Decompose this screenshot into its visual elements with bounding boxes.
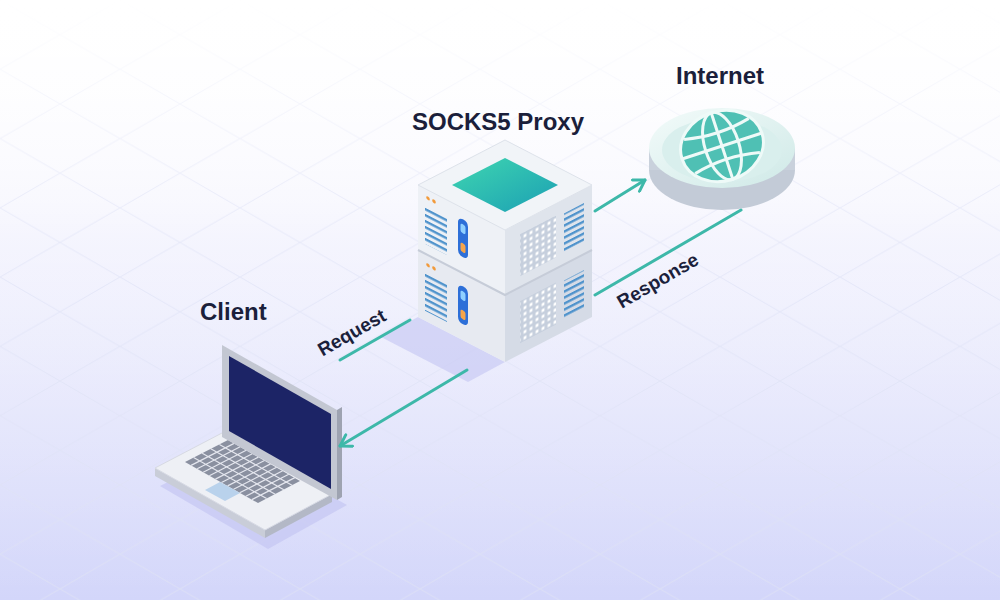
indicator-light [461,309,466,321]
indicator-light [461,223,466,235]
laptop-illustration [155,345,347,549]
vent-slats [425,273,447,322]
globe-symbol [671,100,773,193]
vent-grid [520,283,556,344]
indicator-light [461,290,466,302]
vent-slats [564,203,584,251]
node-heading: SOCKS5 Proxy [412,108,584,136]
server-top-panel [452,158,558,212]
status-led [426,263,430,268]
node-box: Client [150,298,340,533]
screen-display [229,356,331,489]
right-face-details [520,201,584,343]
edge-label: Request [314,305,390,361]
globe-circle [671,100,773,193]
node-box: Internet [645,60,800,210]
edge-label: Response [613,248,703,313]
globe-illustration [649,100,795,210]
trackpad [205,482,240,501]
node-heading: Client [200,298,267,326]
vent-slats [425,206,447,255]
vent-grid [520,216,556,277]
screen-bezel [222,345,337,500]
left-face-details [425,195,468,333]
connector [340,370,467,446]
indicator-pill [458,217,468,260]
indicator-light [461,242,466,254]
indicator-pill [458,284,468,327]
connector [595,180,645,211]
server-illustration [381,140,592,382]
globe-lines [671,100,773,193]
server-face-left [418,250,505,362]
status-led [426,196,430,201]
node-heading: Internet [676,62,764,90]
status-led [432,266,436,271]
vent-slats [564,270,584,318]
server-face-right [505,250,592,362]
status-led [432,199,436,204]
node-box: SOCKS5 Proxy [410,105,595,370]
screen-edge [337,407,342,500]
